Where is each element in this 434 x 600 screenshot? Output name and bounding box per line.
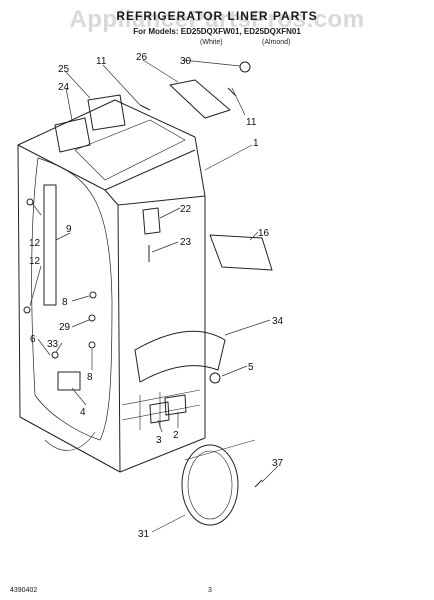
part-26-bracket [169, 79, 231, 119]
part-24-housing [54, 117, 91, 153]
callout-31: 31 [138, 529, 150, 540]
callout-26: 26 [136, 52, 148, 63]
part-4-damper [57, 371, 81, 391]
page-title: REFRIGERATOR LINER PARTS [116, 9, 318, 23]
callout-29: 29 [59, 322, 71, 333]
variant-white: (White) [200, 39, 223, 46]
part-29-fastener [88, 314, 96, 322]
variant-almond: (Almond) [262, 39, 291, 46]
callout-4: 4 [80, 407, 86, 418]
callout-24: 24 [58, 82, 70, 93]
callout-34: 34 [272, 316, 284, 327]
callout-2: 2 [173, 430, 179, 441]
part-12-screw-upper [26, 198, 34, 206]
callout-8-lower: 8 [87, 372, 93, 383]
callout-37: 37 [272, 458, 284, 469]
callout-3: 3 [156, 435, 162, 446]
part-8-fastener-a [89, 291, 97, 299]
part-37-screw [254, 479, 263, 488]
callout-9: 9 [66, 224, 72, 235]
part-30-clip [239, 61, 251, 73]
part-31-tube [181, 444, 239, 526]
refrigerator-liner [17, 99, 206, 473]
part-22-bracket [142, 207, 161, 235]
callout-22: 22 [180, 204, 192, 215]
callout-6: 6 [30, 334, 36, 345]
part-2-bracket [164, 394, 187, 416]
part-16-support [209, 234, 273, 271]
callout-12-lower: 12 [29, 256, 41, 267]
callout-11-top: 11 [96, 56, 107, 67]
callout-23: 23 [180, 237, 192, 248]
callout-16: 16 [258, 228, 270, 239]
part-9-channel [43, 184, 57, 306]
part-8-fastener-b [88, 341, 96, 349]
part-11-screw-right [227, 87, 237, 97]
callout-33: 33 [47, 339, 59, 350]
callout-25: 25 [58, 64, 70, 75]
part-12-screw-lower [23, 306, 31, 314]
model-list: For Models: ED25DQXFW01, ED25DQXFN01 [133, 27, 301, 36]
part-11-screw-left [139, 104, 151, 111]
callout-1: 1 [253, 138, 259, 149]
part-5-plug [209, 372, 221, 384]
part-3-bracket [149, 401, 170, 424]
page-number: 3 [208, 587, 212, 594]
callout-labels: 25 24 11 26 30 11 1 22 23 16 34 5 12 12 … [29, 52, 284, 540]
part-34-cover [134, 330, 226, 383]
document-number: 4390402 [10, 587, 38, 594]
part-25-bracket [87, 94, 126, 131]
part-33-fastener [51, 351, 59, 359]
callout-30: 30 [180, 56, 192, 67]
callout-11-right: 11 [246, 117, 257, 128]
callout-5: 5 [248, 362, 254, 373]
callout-12-upper: 12 [29, 238, 41, 249]
callout-8-upper: 8 [62, 297, 68, 308]
watermark: AppliancePartsPros.com [69, 6, 365, 33]
